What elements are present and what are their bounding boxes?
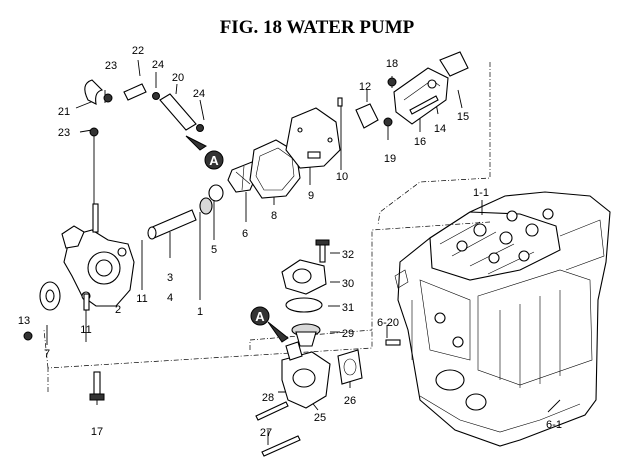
label-19: 19 (384, 153, 396, 165)
thermostat-29 (291, 323, 321, 347)
thermostat-cover-30 (281, 259, 327, 295)
label-8: 8 (271, 210, 277, 222)
label-6-1: 6-1 (546, 419, 562, 431)
svg-text:A: A (255, 309, 265, 324)
arrow-a-upper: A (185, 135, 224, 170)
label-16: 16 (414, 136, 426, 148)
label-3: 3 (167, 272, 173, 284)
bearing-5 (199, 184, 224, 215)
pipe-22 (123, 83, 147, 101)
label-12: 12 (359, 81, 371, 93)
cover-plate-9 (285, 107, 341, 169)
stud-11 (92, 203, 99, 233)
label-13: 13 (18, 315, 30, 327)
thermostat-housing-25 (281, 341, 331, 409)
label-17: 17 (91, 426, 103, 438)
hose-20 (159, 93, 197, 131)
bolt-10 (337, 97, 343, 107)
bolt-27 (261, 435, 301, 457)
o-ring-31 (285, 297, 323, 313)
label-24a: 24 (152, 59, 164, 71)
stud-6-20 (385, 339, 401, 346)
label-10: 10 (336, 171, 348, 183)
gasket-15 (439, 51, 469, 77)
label-15: 15 (457, 111, 469, 123)
water-pump-body (61, 225, 135, 307)
gasket-12 (355, 103, 379, 129)
label-24b: 24 (193, 88, 205, 100)
label-6: 6 (242, 228, 248, 240)
label-26: 26 (344, 395, 356, 407)
bolt-18 (387, 77, 397, 87)
pulley-hub-7 (39, 281, 61, 311)
label-23b: 23 (58, 127, 70, 139)
part-labels: 1 2 3 4 5 6 7 8 9 10 11 11 12 13 14 15 1… (18, 45, 562, 439)
label-30: 30 (342, 278, 354, 290)
bolt-13 (23, 331, 33, 341)
label-1: 1 (197, 306, 203, 318)
label-11a: 11 (136, 293, 147, 305)
label-32: 32 (342, 249, 354, 261)
label-4: 4 (167, 292, 173, 304)
label-9: 9 (308, 190, 314, 202)
gasket-26 (337, 349, 363, 385)
label-29: 29 (342, 328, 354, 340)
label-7: 7 (44, 348, 50, 360)
pump-shaft-3 (147, 209, 197, 240)
label-1-1: 1-1 (473, 187, 489, 199)
nut-19 (383, 117, 393, 127)
label-21: 21 (58, 106, 70, 118)
label-27: 27 (260, 427, 272, 439)
label-23a: 23 (105, 60, 117, 72)
stud-16 (409, 95, 439, 115)
svg-text:A: A (209, 153, 219, 168)
label-2: 2 (115, 304, 121, 316)
hose-21 (84, 79, 104, 105)
label-25: 25 (314, 412, 326, 424)
label-18: 18 (386, 58, 398, 70)
arrow-a-lower: A (250, 306, 289, 343)
label-14: 14 (434, 123, 446, 135)
bolt-17 (89, 371, 105, 401)
figure-title: FIG. 18 WATER PUMP (220, 17, 415, 38)
bolt-32 (315, 239, 330, 263)
dowel-11b (83, 293, 90, 311)
label-28: 28 (262, 392, 274, 404)
label-31: 31 (342, 302, 354, 314)
water-outlet-14 (393, 67, 449, 125)
label-11b: 11 (80, 324, 91, 336)
label-20: 20 (172, 72, 184, 84)
label-22: 22 (132, 45, 144, 57)
label-5: 5 (211, 244, 217, 256)
engine-block (394, 191, 611, 447)
label-6-20: 6-20 (377, 317, 399, 329)
clamp-24 (152, 92, 204, 132)
reference-frame (43, 62, 491, 392)
bolt-28 (255, 401, 289, 421)
gasket-8 (249, 139, 301, 199)
